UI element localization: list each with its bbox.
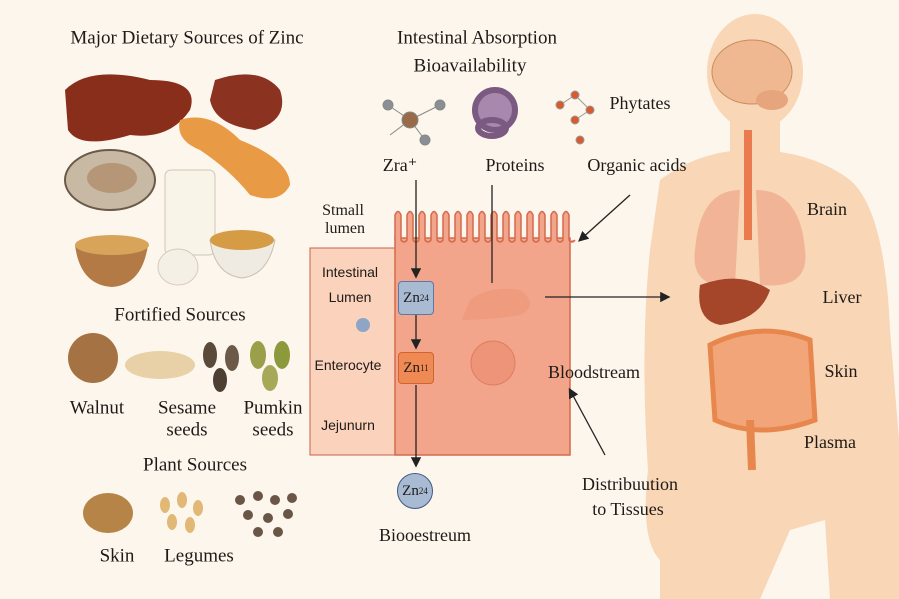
enterocyte-label: Enterocyte (314, 357, 382, 373)
brain-label: Brain (807, 199, 847, 219)
bottom-bloodstream-label: Biooestreum (379, 525, 471, 545)
bloodstream-label: Bloodstream (548, 362, 640, 382)
liver-food-icon (65, 74, 192, 142)
sesame-label: Sesame (157, 397, 217, 419)
liver-label: Liver (822, 287, 862, 307)
chicken-leg-icon (179, 117, 290, 199)
organic-acids-label: Organic acids (587, 155, 687, 175)
pumpkin-label: Pumkin (243, 397, 303, 419)
zinc-label: Zra⁺ (382, 155, 418, 175)
plant-sources-title: Plant Sources (143, 454, 247, 476)
sesame-icon (125, 351, 195, 379)
microvilli (394, 210, 576, 243)
protein-icon (472, 87, 518, 139)
proteins-label: Proteins (485, 155, 545, 175)
brain-icon (711, 39, 793, 110)
pumpkin-seeds-label: seeds (252, 419, 294, 441)
intestinal-lumen-region (309, 247, 401, 456)
legumes-icon (160, 492, 203, 533)
small-lumen-label-2: lumen (325, 220, 365, 237)
walnut-kernel-icon (83, 493, 133, 533)
dietary-sources-title: Major Dietary Sources of Zinc (70, 27, 304, 49)
seeds-icon (203, 342, 239, 392)
absorption-title: Intestinal Absorption (397, 27, 557, 49)
intestinal-label: Intestinal (321, 264, 379, 280)
distribution-label-1: Distribuution (581, 474, 679, 494)
phytates-label: Phytates (609, 93, 671, 113)
sesame-seeds-label: seeds (166, 419, 208, 441)
jejunum-label: Jejunurn (321, 417, 375, 433)
pumpkin-seeds-icon (250, 341, 290, 391)
trachea-icon (744, 130, 752, 240)
legumes-label: Legumes (164, 545, 234, 567)
lentils-icon (235, 491, 297, 537)
meat-icon (210, 74, 283, 130)
nucleus-icon (470, 340, 516, 386)
legume-bowl-icon (209, 239, 276, 279)
bioavailability-title: Bioavailability (413, 55, 527, 77)
arrows (410, 180, 671, 468)
intestines-icon (707, 328, 818, 471)
fortified-sources-title: Fortified Sources (114, 304, 246, 326)
lumen-label: Lumen (328, 289, 372, 305)
distribution-label-2: to Tissues (592, 499, 664, 519)
grain-bowl-icon (75, 245, 148, 287)
small-lumen-label-1: Stmall (322, 202, 364, 219)
skin-body-label: Skin (824, 361, 858, 381)
walnut-icon (68, 333, 118, 383)
zinc-molecule-icon (382, 99, 446, 146)
zinc-particle-icon (356, 318, 370, 332)
milk-glass-icon (164, 169, 216, 256)
protein-vesicle-icon (462, 288, 530, 320)
plasma-label: Plasma (804, 432, 856, 452)
walnut-label: Walnut (69, 397, 125, 419)
phytate-icon (555, 90, 595, 145)
egg-icon (157, 248, 199, 286)
skin-label: Skin (99, 545, 135, 567)
lungs-icon (694, 190, 806, 286)
liver-icon (699, 278, 770, 325)
